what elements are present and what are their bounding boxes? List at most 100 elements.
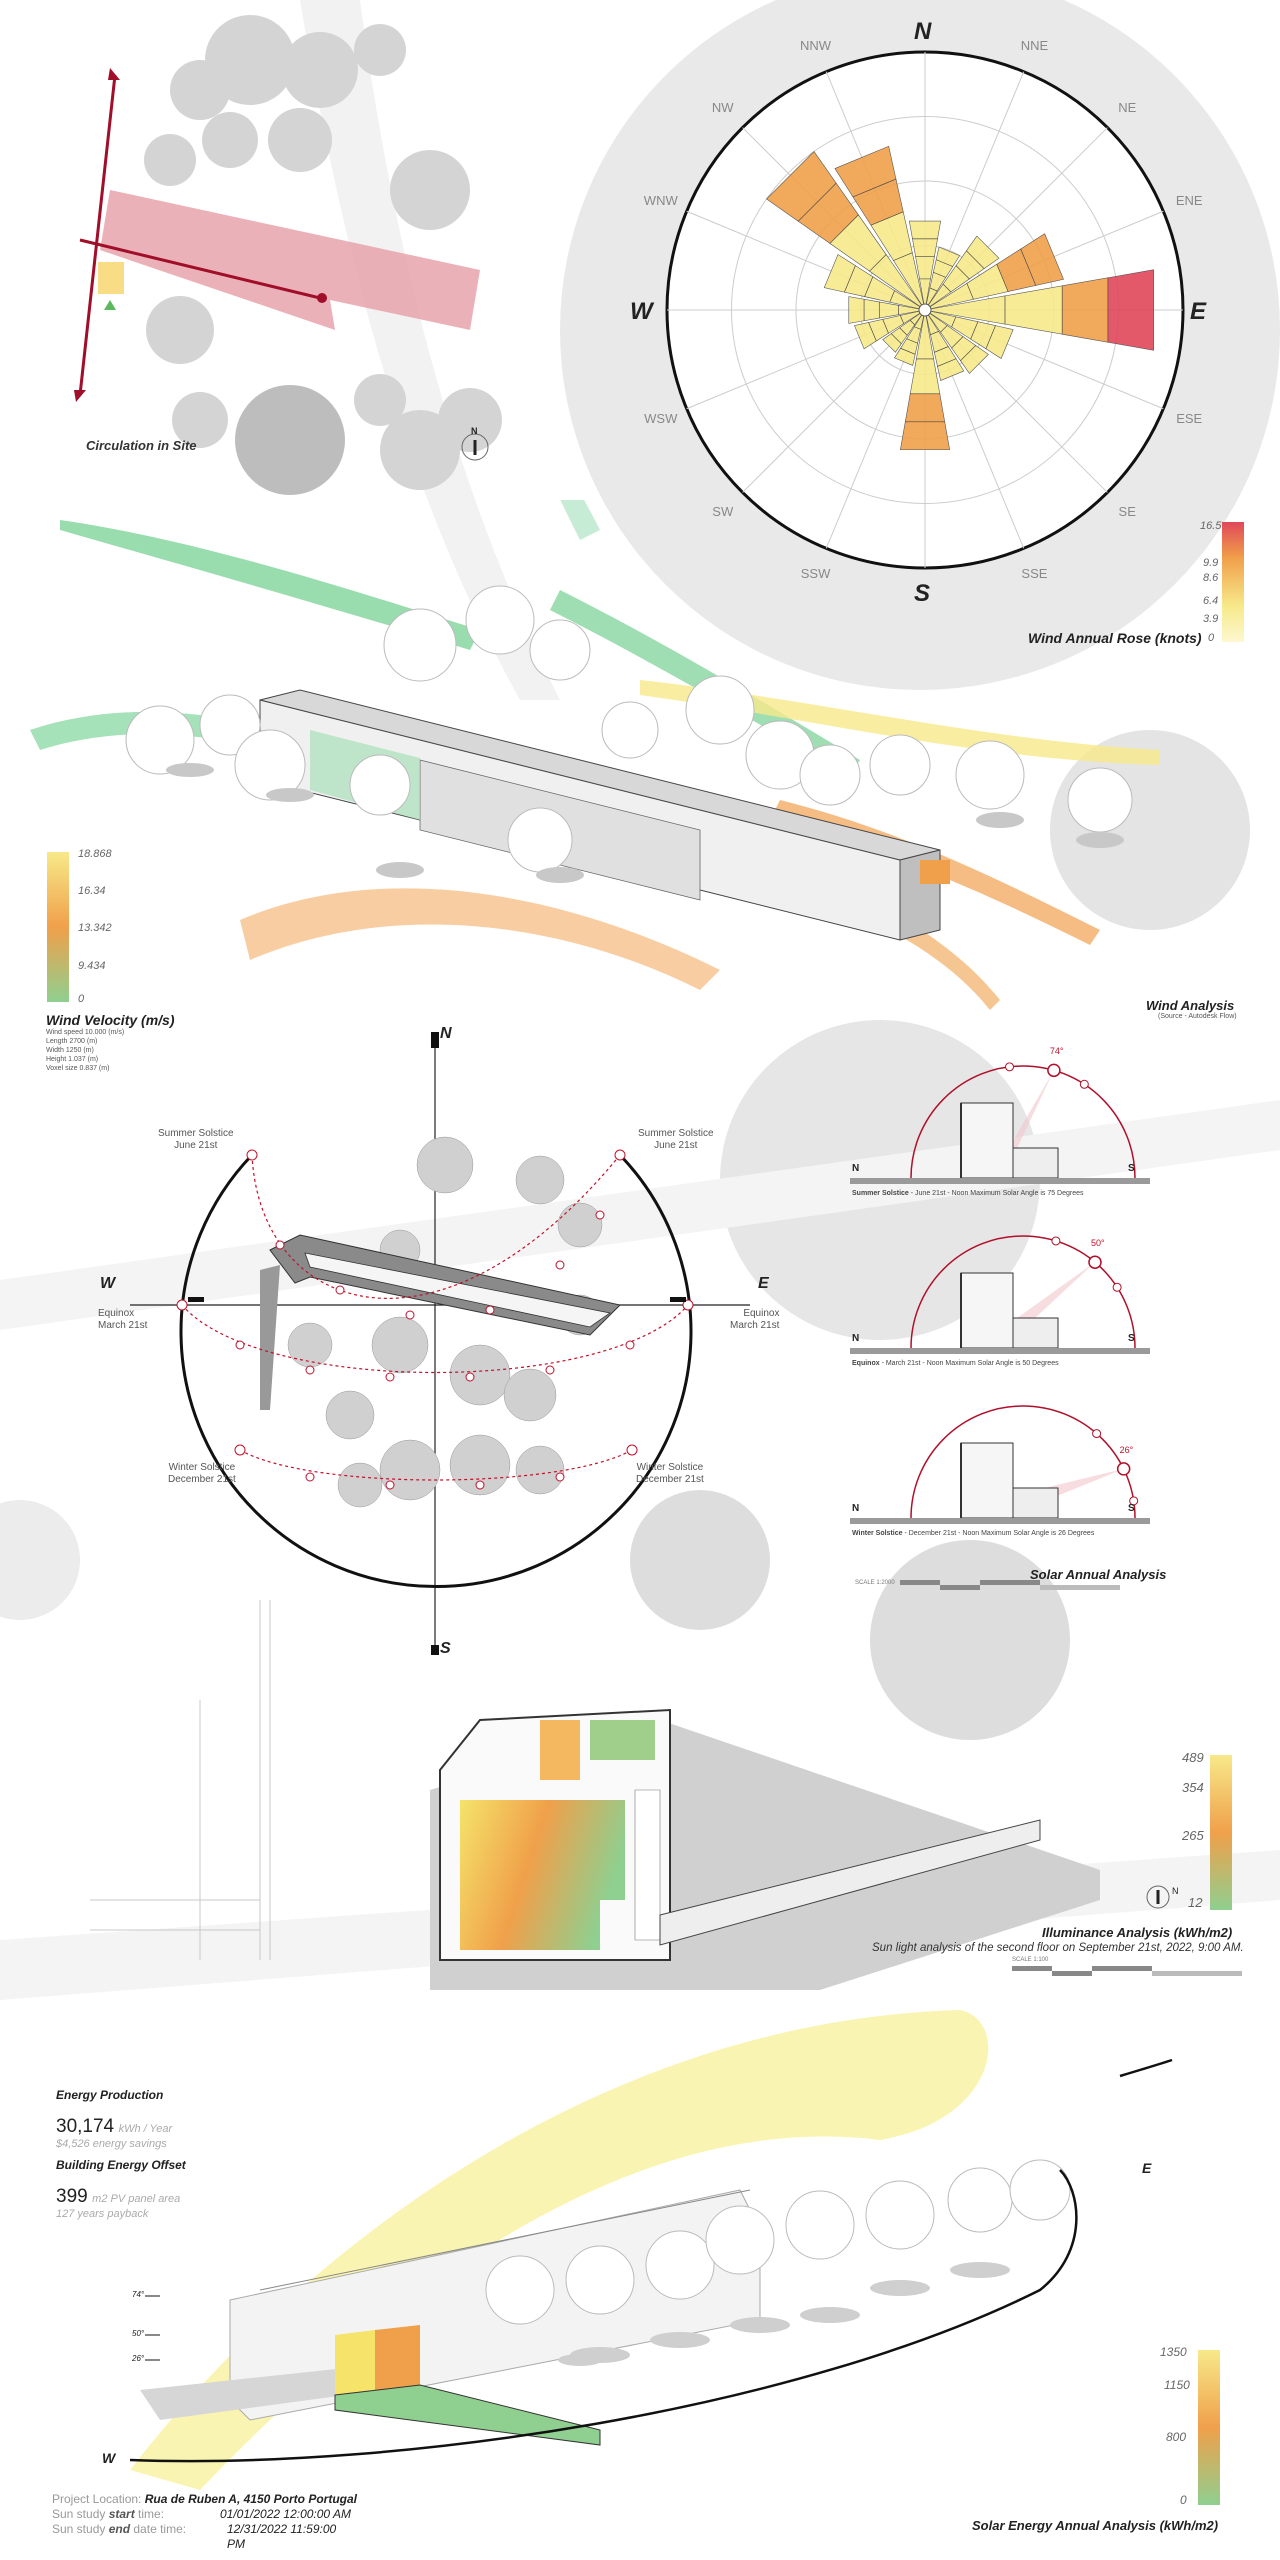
wind-rose-petal	[766, 151, 837, 222]
wind-velocity-legend-bar	[47, 852, 69, 1002]
wind-rose-dir-se: SE	[1118, 504, 1136, 520]
wind-velocity-note-4: Height 1.037 (m)	[46, 1056, 99, 1063]
wind-velocity-note-3: Width 1250 (m)	[46, 1047, 94, 1054]
wind-rose-legend-3: 8.6	[1203, 572, 1219, 584]
project-start-row: Sun study start time: 01/01/2022 12:00:0…	[52, 2507, 357, 2522]
solar-section-n-1: N	[852, 1163, 860, 1174]
sun-path-diagram	[130, 1032, 750, 1655]
solar-energy-e: E	[1142, 2160, 1152, 2176]
energy-panel: Energy Production 30,174 kWh / Year $4,5…	[56, 2088, 186, 2220]
project-end-value: 12/31/2022 11:59:00 PM	[227, 2522, 337, 2551]
wind-velocity-legend-4: 9.434	[78, 960, 106, 972]
wind-rose-petal	[882, 333, 902, 353]
illuminance-scalebar	[1012, 1966, 1242, 1976]
wind-rose-petal	[894, 347, 916, 366]
solar-energy-legend-3: 800	[1166, 2430, 1187, 2444]
energy-production-value: 30,174	[56, 2116, 115, 2137]
solar-energy-legend-4: 0	[1180, 2493, 1187, 2507]
illuminance-legend-1: 489	[1182, 1750, 1204, 1765]
solar-section-s-1: S	[1128, 1163, 1135, 1174]
wind-rose-petal	[1061, 277, 1109, 343]
wind-rose-cardinal-e: E	[1190, 298, 1207, 325]
solar-section-svg-1	[850, 1062, 1150, 1184]
wind-velocity-note-1: Wind speed 10.000 (m/s)	[46, 1029, 125, 1036]
wind-rose-petal	[1107, 269, 1154, 351]
wind-rose-cardinal-s: S	[914, 580, 931, 607]
circulation-diagram	[74, 68, 489, 461]
wind-rose-dir-ssw: SSW	[800, 566, 831, 582]
wind-rose-legend-2: 9.9	[1203, 557, 1219, 569]
solar-section-caption-bold-1: Summer Solstice	[852, 1190, 909, 1197]
solar-section-caption-text-3: - December 21st - Noon Maximum Solar Ang…	[902, 1530, 1095, 1537]
wind-rose-legend-bar	[1222, 522, 1244, 642]
solar-section-caption-2: Equinox - March 21st - Noon Maximum Sola…	[852, 1360, 1059, 1367]
illuminance-subtitle: Sun light analysis of the second floor o…	[872, 1942, 1244, 1954]
project-start-label-c: time:	[134, 2507, 165, 2521]
sun-path-e: E	[758, 1275, 769, 1292]
solar-energy-title: Solar Energy Annual Analysis (kWh/m2)	[972, 2518, 1219, 2533]
energy-area-value: 399	[56, 2186, 88, 2207]
illuminance-north-icon	[1146, 1885, 1170, 1909]
solar-energy-legend-2: 1150	[1164, 2378, 1190, 2392]
wind-rose-chart	[665, 50, 1185, 570]
wind-rose-center	[918, 303, 932, 317]
wind-velocity-note-2: Length 2700 (m)	[46, 1038, 98, 1045]
solar-annual-title: Solar Annual Analysis	[1030, 1567, 1167, 1582]
solar-section-caption-bold-2: Equinox	[852, 1360, 880, 1367]
sun-path-n: N	[440, 1025, 452, 1042]
summer-solstice-right: Summer Solstice June 21st	[638, 1128, 714, 1152]
wind-analysis-axonometric	[30, 500, 1160, 1010]
energy-production-title: Energy Production	[56, 2088, 164, 2102]
wind-rose-petal	[985, 325, 1014, 359]
solar-section-angle-2: 50°	[1090, 1238, 1105, 1249]
wind-rose-legend-1: 16.5	[1200, 520, 1222, 532]
illuminance-scale: SCALE 1:100	[1012, 1957, 1049, 1963]
wind-rose-petal	[900, 421, 950, 451]
solar-section-caption-1: Summer Solstice - June 21st - Noon Maxim…	[852, 1190, 1084, 1197]
equinox-left-line2: March 21st	[98, 1320, 148, 1331]
wind-rose-dir-ese: ESE	[1176, 411, 1203, 427]
illuminance-legend-bar	[1210, 1755, 1232, 1910]
solar-section-svg-2	[850, 1235, 1150, 1354]
project-location-row: Project Location: Rua de Ruben A, 4150 P…	[52, 2492, 357, 2507]
wind-rose-petal	[834, 145, 897, 198]
solar-energy-legend-1: 1350	[1160, 2345, 1187, 2359]
project-location-value: Rua de Ruben A, 4150 Porto Portugal	[144, 2492, 357, 2506]
solar-section-caption-3: Winter Solstice - December 21st - Noon M…	[852, 1530, 1094, 1537]
illuminance-legend-2: 354	[1182, 1780, 1204, 1795]
wind-velocity-notes: Wind speed 10.000 (m/s) Length 2700 (m) …	[46, 1028, 124, 1073]
winter-right-line1: Winter Solstice	[636, 1462, 704, 1473]
summer-left-line1: Summer Solstice	[158, 1128, 234, 1139]
wind-rose-petal	[935, 246, 961, 267]
illuminance-legend-3: 265	[1182, 1828, 1204, 1843]
solar-section-angle-3: 26°	[1119, 1444, 1134, 1455]
sun-path-s: S	[440, 1640, 451, 1657]
equinox-right-line1: Equinox	[743, 1308, 780, 1319]
wind-rose-petal	[863, 298, 880, 322]
wind-rose-petal	[937, 358, 965, 381]
project-end-row: Sun study end date time: 12/31/2022 11:5…	[52, 2522, 357, 2551]
wind-rose-dir-nnw: NNW	[800, 37, 832, 53]
solar-section-caption-text-1: - June 21st - Noon Maximum Solar Angle i…	[908, 1190, 1084, 1197]
wind-rose-legend-5: 3.9	[1203, 613, 1219, 625]
energy-offset-title: Building Energy Offset	[56, 2158, 186, 2172]
equinox-left-line1: Equinox	[98, 1308, 135, 1319]
illuminance-plan	[430, 1708, 1100, 1990]
winter-solstice-right: Winter Solstice December 21st	[636, 1462, 704, 1486]
illuminance-title: Illuminance Analysis (kWh/m2)	[1042, 1925, 1233, 1940]
wind-rose-petal	[960, 345, 989, 374]
project-location-label: Project Location:	[52, 2492, 142, 2506]
wind-rose-legend-6: 0	[1208, 632, 1215, 644]
solar-section-caption-text-2: - March 21st - Noon Maximum Solar Angle …	[879, 1360, 1059, 1367]
wind-rose-title: Wind Annual Rose (knots)	[1028, 630, 1202, 646]
wind-rose-petal	[854, 322, 877, 350]
equinox-right-line2: March 21st	[730, 1320, 780, 1331]
wind-rose-cardinal-n: N	[914, 18, 932, 45]
summer-right-line2: June 21st	[654, 1140, 698, 1151]
wind-velocity-legend-3: 13.342	[78, 922, 112, 934]
solar-energy-angle-3: 26°	[132, 2354, 145, 2363]
winter-left-line1: Winter Solstice	[168, 1462, 236, 1473]
wind-rose-dir-wnw: WNW	[643, 192, 678, 208]
